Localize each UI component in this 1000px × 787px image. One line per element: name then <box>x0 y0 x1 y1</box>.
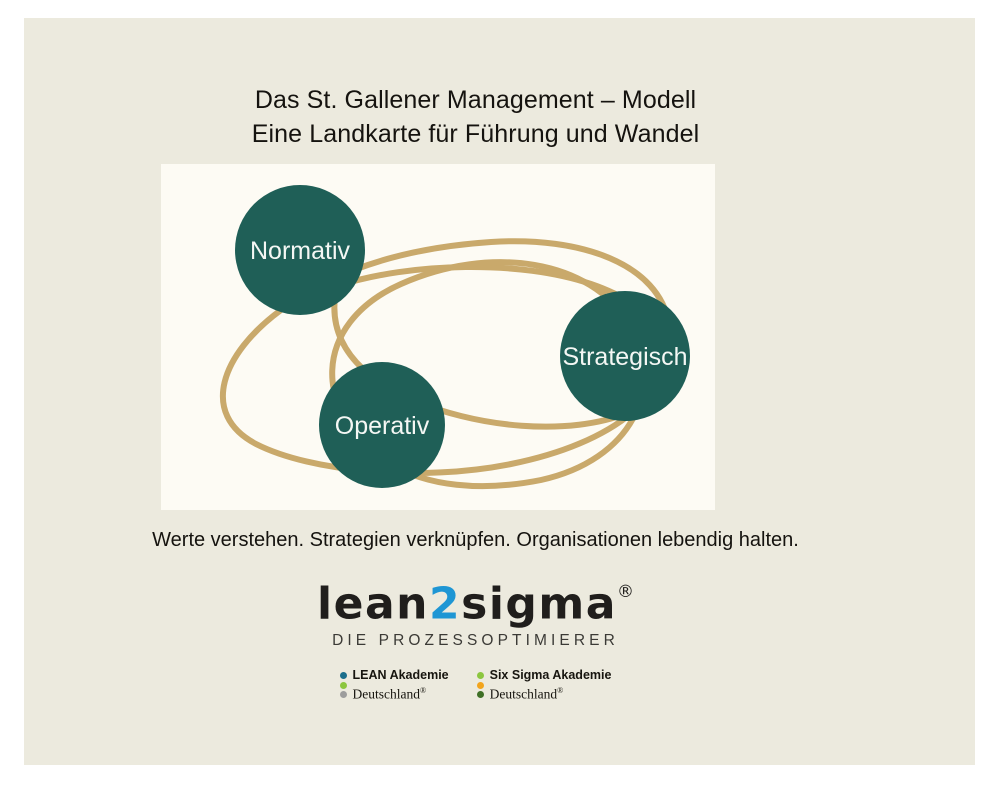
badge-lean-text: LEAN Akademie Deutschland® <box>353 668 449 703</box>
badge-lean-country-text: Deutschland <box>352 686 421 702</box>
dot-icon <box>476 681 484 689</box>
node-operativ-label: Operativ <box>335 412 430 440</box>
node-operativ-circle[interactable] <box>319 362 445 488</box>
badge-six-sigma-registered-icon: ® <box>557 686 564 695</box>
badge-lean-country: Deutschland® <box>353 683 449 703</box>
logo-word-sigma: sigma <box>461 578 617 630</box>
partner-badges: LEAN Akademie Deutschland® Six Sigma Aka… <box>0 668 951 703</box>
dot-icon <box>476 672 484 679</box>
dot-icon <box>339 691 347 698</box>
logo-word-two: 2 <box>429 578 462 630</box>
dot-icon <box>339 672 347 679</box>
badge-six-sigma-dots <box>476 668 484 698</box>
brand-logo: lean2sigma® DIE PROZESSOPTIMIERER <box>0 574 951 650</box>
management-model-diagram: Normativ Operativ Strategisch <box>219 185 690 490</box>
logo-wordmark: lean2sigma® <box>317 574 634 629</box>
title-line-2: Eine Landkarte für Führung und Wandel <box>251 120 700 148</box>
badge-six-sigma-name: Six Sigma Akademie <box>489 668 612 682</box>
dot-icon <box>476 691 484 698</box>
badge-lean-akademie[interactable]: LEAN Akademie Deutschland® <box>339 668 449 703</box>
caption-text: Werte verstehen. Strategien verknüpfen. … <box>152 529 799 551</box>
badge-lean-registered-icon: ® <box>420 686 427 695</box>
logo-word-lean: lean <box>317 578 429 630</box>
badge-six-sigma-akademie[interactable]: Six Sigma Akademie Deutschland® <box>476 668 612 703</box>
node-normativ-label: Normativ <box>250 237 351 265</box>
logo-registered-icon: ® <box>616 582 634 602</box>
node-operativ[interactable]: Operativ <box>319 362 445 488</box>
badge-lean-dots <box>339 668 347 698</box>
node-strategisch[interactable]: Strategisch <box>560 291 690 421</box>
diagram-panel: Normativ Operativ Strategisch <box>161 164 715 510</box>
node-normativ-circle[interactable] <box>235 185 365 315</box>
badge-six-sigma-country-text: Deutschland <box>489 686 558 702</box>
node-normativ[interactable]: Normativ <box>235 185 365 315</box>
node-strategisch-circle[interactable] <box>560 291 690 421</box>
badge-lean-name: LEAN Akademie <box>352 668 449 682</box>
dot-icon <box>339 681 347 689</box>
badge-six-sigma-text: Six Sigma Akademie Deutschland® <box>490 668 612 703</box>
title-line-1: Das St. Gallener Management – Modell <box>254 86 697 114</box>
caption: Werte verstehen. Strategien verknüpfen. … <box>0 529 951 552</box>
badge-six-sigma-country: Deutschland® <box>490 683 612 703</box>
node-strategisch-label: Strategisch <box>562 343 687 371</box>
page-title: Das St. Gallener Management – Modell Ein… <box>0 83 951 151</box>
logo-tagline: DIE PROZESSOPTIMIERER <box>332 631 619 649</box>
